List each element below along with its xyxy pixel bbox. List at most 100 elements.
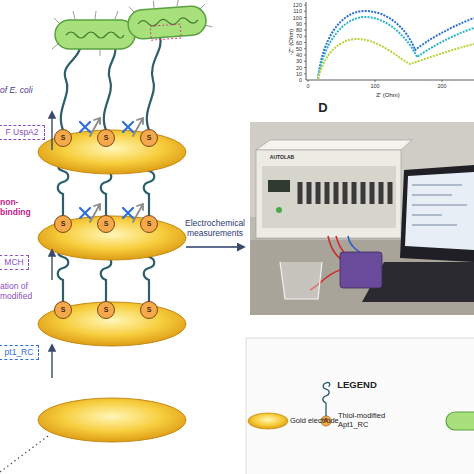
tick-label: 100 xyxy=(370,83,379,89)
label-box: pt1_RC xyxy=(0,345,39,360)
label-box: MCH xyxy=(0,255,29,270)
step-arrow xyxy=(51,345,52,378)
tick-label: 200 xyxy=(437,83,446,89)
purple-module xyxy=(340,252,382,288)
tick-label: 90 xyxy=(296,21,302,27)
thiol-label: S xyxy=(61,220,66,228)
thiol-label: S xyxy=(104,306,109,314)
nyquist-plot xyxy=(304,2,474,82)
process-label: Electrochemical measurements xyxy=(175,219,255,238)
tick-label: 70 xyxy=(296,33,302,39)
impedance-curve xyxy=(318,39,474,79)
gold-electrode xyxy=(38,398,186,442)
legend-bacterium xyxy=(446,412,474,430)
step-arrow xyxy=(51,112,52,150)
thiol-circle xyxy=(98,216,115,233)
thiol-label: S xyxy=(147,306,152,314)
pili xyxy=(52,11,139,56)
thiol-circle xyxy=(55,216,72,233)
laptop-display xyxy=(405,172,474,250)
step-label: non- binding xyxy=(0,198,36,217)
bacterium-dna xyxy=(66,32,124,38)
bacterium-body xyxy=(127,5,207,39)
instrument-panel xyxy=(262,166,396,228)
mch-blocker xyxy=(123,204,143,222)
brand-label: AUTOLAB xyxy=(270,155,294,161)
mch-blocker xyxy=(80,118,100,136)
box-label: F UspA2 xyxy=(5,128,38,137)
tick-label: 40 xyxy=(296,52,302,58)
impedance-curve xyxy=(318,17,474,79)
thiol-circle xyxy=(141,302,158,319)
pointer-line xyxy=(0,436,48,472)
glass-beaker xyxy=(280,262,322,299)
instrument-slots xyxy=(300,182,390,204)
legend-text: Gold electrode xyxy=(290,417,342,426)
thiol-label: S xyxy=(61,134,66,142)
bacterium-body xyxy=(55,20,135,49)
step-label: ation of modified xyxy=(0,282,44,301)
tick-marks xyxy=(304,5,442,82)
legend-panel xyxy=(246,338,474,474)
thiol-circle xyxy=(141,216,158,233)
instrument-display xyxy=(268,180,290,192)
tick-label: 120 xyxy=(293,2,302,8)
laptop-screen xyxy=(400,165,474,262)
aptamer xyxy=(104,47,116,130)
tick-label: 110 xyxy=(293,8,302,14)
legend-title: LEGEND xyxy=(337,380,377,391)
screen-content xyxy=(412,185,467,225)
impedance-curve xyxy=(318,11,474,79)
tick-label: 20 xyxy=(296,64,302,70)
mch-blocker xyxy=(80,204,100,222)
tick-label: 50 xyxy=(296,46,302,52)
box-label: pt1_RC xyxy=(5,348,34,357)
gold-electrode xyxy=(38,130,186,174)
bacterium xyxy=(52,11,139,56)
thiol-label: S xyxy=(104,134,109,142)
instrument-top xyxy=(256,140,412,150)
legend-electrode xyxy=(248,413,288,429)
step-label: of E. coli xyxy=(0,86,33,96)
instrument-body xyxy=(256,150,401,238)
thiol-circle xyxy=(141,130,158,147)
tick-label: 80 xyxy=(296,27,302,33)
bacterium xyxy=(127,0,214,42)
axis-title: -Z'' (Ohm) xyxy=(288,29,295,56)
aptamer xyxy=(147,37,161,130)
gold-electrode xyxy=(38,302,186,346)
tick-label: 60 xyxy=(296,39,302,45)
thiol-label: S xyxy=(104,220,109,228)
tick-label: 10 xyxy=(296,71,302,77)
panel-letter: D xyxy=(318,101,327,116)
aptamer xyxy=(323,383,330,417)
axis-title: Z' (Ohm) xyxy=(376,92,399,99)
tick-label: 30 xyxy=(296,58,302,64)
thiol-label: S xyxy=(147,220,152,228)
indicator xyxy=(276,207,282,213)
highlight-box xyxy=(150,24,181,40)
thiol-circle xyxy=(98,302,115,319)
thiol-circle xyxy=(55,302,72,319)
mch-blocker xyxy=(123,118,143,136)
plot-axes xyxy=(306,2,474,80)
bacterium-dna xyxy=(138,17,198,27)
legend-text: Thiol-modified Apt1_RC xyxy=(338,412,402,429)
thiol-circle xyxy=(55,130,72,147)
thiol-label: S xyxy=(147,134,152,142)
photo-background xyxy=(250,122,474,315)
step-arrow xyxy=(51,250,52,280)
tick-label: 0 xyxy=(299,77,302,83)
label-box: F UspA2 xyxy=(0,125,45,140)
box-label: MCH xyxy=(4,258,23,267)
tick-label: 100 xyxy=(293,14,302,20)
tick-label: 0 xyxy=(306,83,309,89)
setup-photo xyxy=(250,122,474,315)
process-arrow xyxy=(186,246,244,248)
gold-electrode xyxy=(38,216,186,260)
thiol-circle xyxy=(98,130,115,147)
aptamer xyxy=(61,48,80,130)
thiol-label: S xyxy=(61,306,66,314)
legend-frame xyxy=(246,338,474,474)
